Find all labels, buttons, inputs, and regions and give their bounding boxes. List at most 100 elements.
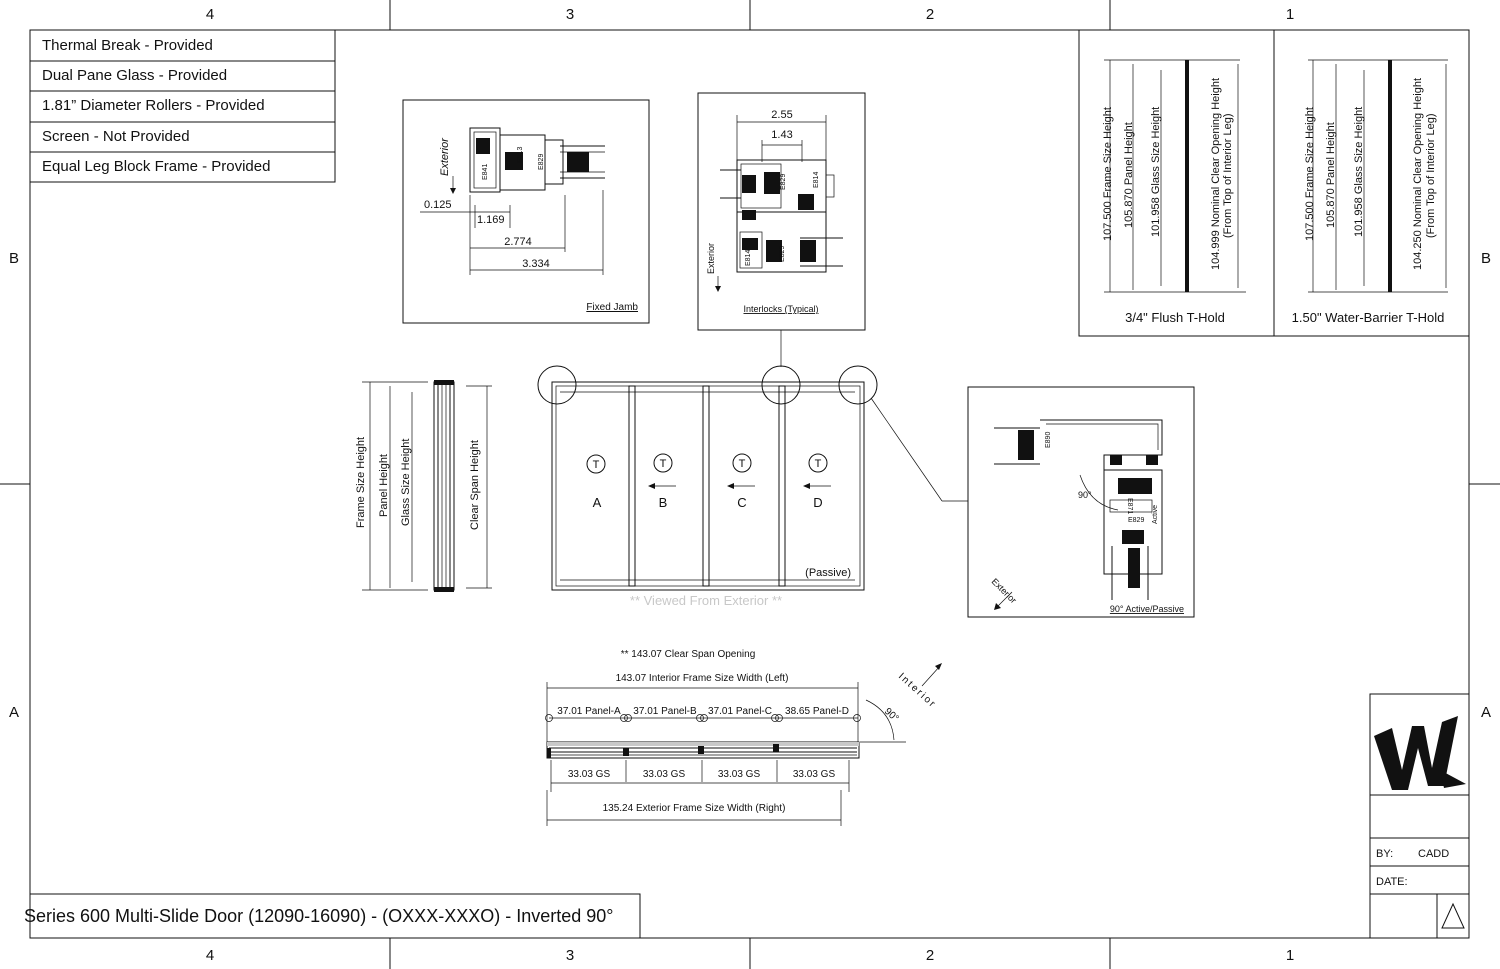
- zone-top-1: 1: [1286, 6, 1294, 23]
- water-frame-height: 107.500 Frame Size Height: [1304, 107, 1316, 241]
- panel-a-width: 37.01 Panel-A: [557, 706, 621, 717]
- zone-bottom-1: 1: [1286, 947, 1294, 964]
- dim-255: 2.55: [771, 109, 792, 121]
- zone-left-a: A: [9, 704, 19, 721]
- panel-c-t: T: [739, 458, 746, 470]
- interior-frame-width: 143.07 Interior Frame Size Width (Left): [616, 673, 789, 684]
- viewed-from-exterior: ** Viewed From Exterior **: [630, 593, 782, 608]
- panel-d-width: 38.65 Panel-D: [785, 706, 849, 717]
- zone-right-a: A: [1481, 704, 1491, 721]
- zone-bottom-2: 2: [926, 947, 934, 964]
- part-e813: E813: [517, 147, 524, 163]
- feature-rollers: 1.81” Diameter Rollers - Provided: [42, 97, 265, 114]
- zone-right-b: B: [1481, 250, 1491, 267]
- flush-panel-height: 105.870 Panel Height: [1123, 122, 1135, 228]
- exterior-frame-width: 135.24 Exterior Frame Size Width (Right): [603, 803, 786, 814]
- part-e829: E829: [538, 154, 545, 170]
- gs-a: 33.03 GS: [568, 769, 611, 780]
- corner-exterior: Exterior: [990, 576, 1019, 605]
- panel-c-width: 37.01 Panel-C: [708, 706, 772, 717]
- exterior-label: Exterior: [439, 137, 451, 176]
- flush-frame-height: 107.500 Frame Size Height: [1102, 107, 1114, 241]
- dim-143: 1.43: [771, 129, 792, 141]
- fixed-jamb-title: Fixed Jamb: [586, 302, 638, 313]
- revision-triangle-icon: [1441, 902, 1465, 929]
- side-glass-height: Glass Size Height: [400, 439, 412, 526]
- fixed-jamb-detail: E841 E813 E829 Exterior 0.125 1.169 2.77…: [402, 99, 650, 324]
- feature-block-frame: Equal Leg Block Frame - Provided: [42, 158, 270, 175]
- water-panel-height: 105.870 Panel Height: [1325, 122, 1337, 228]
- panel-a-t: T: [593, 459, 600, 471]
- detail-bubble-jamb: [537, 365, 577, 405]
- panel-b-t: T: [660, 458, 667, 470]
- title-block: Series 600 Multi-Slide Door (12090-16090…: [24, 693, 1470, 939]
- panel-d: T D: [803, 453, 831, 510]
- interlocks-title: Interlocks (Typical): [743, 304, 818, 314]
- passive-label: (Passive): [805, 567, 851, 579]
- panel-c-label: C: [737, 495, 746, 510]
- detail-bubble-corner: [838, 365, 878, 405]
- by-label: BY:: [1376, 848, 1393, 860]
- zone-top-2: 2: [926, 6, 934, 23]
- drawing-title: Series 600 Multi-Slide Door (12090-16090…: [24, 906, 613, 926]
- corner-detail: 90° E890 E871 E829 Active Exterior 90° A…: [967, 386, 1195, 618]
- gs-d: 33.03 GS: [793, 769, 836, 780]
- flush-t-hold-title: 3/4" Flush T-Hold: [1125, 310, 1225, 325]
- part-e829-corner: E829: [1128, 517, 1144, 524]
- logo-lettering: W: [1420, 765, 1421, 767]
- active-label: Active: [1152, 505, 1159, 524]
- panel-d-label: D: [813, 495, 822, 510]
- panel-b-width: 37.01 Panel-B: [633, 706, 697, 717]
- flush-glass-height: 101.958 Glass Size Height: [1150, 107, 1162, 237]
- panel-d-t: T: [815, 458, 822, 470]
- feature-thermal-break: Thermal Break - Provided: [42, 37, 213, 54]
- water-glass-height: 101.958 Glass Size Height: [1353, 107, 1365, 237]
- gs-b: 33.03 GS: [643, 769, 686, 780]
- panel-a-label: A: [593, 495, 602, 510]
- dim-3334: 3.334: [522, 258, 550, 270]
- plan-angle: 90°: [882, 706, 901, 724]
- dim-0125: 0.125: [424, 199, 452, 211]
- corner-angle: 90°: [1078, 490, 1092, 500]
- flush-clear-opening-note: (From Top of Interior Leg): [1222, 113, 1234, 238]
- side-section: Frame Size Height Panel Height Glass Siz…: [355, 380, 492, 592]
- company-logo: W: [1374, 716, 1466, 790]
- zone-top-3: 3: [566, 6, 574, 23]
- side-clear-span-height: Clear Span Height: [469, 440, 481, 530]
- plan-view: ** 143.07 Clear Span Opening 143.07 Inte…: [545, 649, 942, 826]
- water-t-hold-title: 1.50" Water-Barrier T-Hold: [1292, 310, 1445, 325]
- corner-detail-title: 90° Active/Passive: [1110, 604, 1184, 614]
- water-clear-opening: 104.250 Nominal Clear Opening Height: [1412, 78, 1424, 270]
- panel-b-label: B: [659, 495, 668, 510]
- part-e814-bottom: E814: [745, 250, 752, 266]
- part-e871: E871: [1126, 498, 1133, 514]
- side-frame-height: Frame Size Height: [355, 437, 367, 528]
- flush-t-hold: 107.500 Frame Size Height 105.870 Panel …: [1102, 59, 1246, 325]
- part-e829-top: E829: [780, 174, 787, 190]
- interlocks-detail: 2.55 1.43 E829 E814 E814 E829 Exterior I…: [697, 92, 866, 367]
- water-barrier-t-hold: 107.500 Frame Size Height 105.870 Panel …: [1292, 59, 1448, 325]
- date-label: DATE:: [1376, 876, 1408, 888]
- gs-c: 33.03 GS: [718, 769, 761, 780]
- zone-bottom-3: 3: [566, 947, 574, 964]
- feature-screen: Screen - Not Provided: [42, 128, 190, 145]
- panel-c: T C: [727, 453, 755, 510]
- panel-a: T A: [586, 454, 606, 510]
- t-hold-panel: [1078, 29, 1470, 337]
- features-table: Thermal Break - Provided Dual Pane Glass…: [29, 29, 336, 183]
- dim-1169: 1.169: [477, 214, 505, 226]
- water-clear-opening-note: (From Top of Interior Leg): [1425, 113, 1437, 238]
- part-e829-bottom: E829: [779, 246, 786, 262]
- zone-bottom-4: 4: [206, 947, 214, 964]
- flush-clear-opening: 104.999 Nominal Clear Opening Height: [1210, 78, 1222, 270]
- panel-b: T B: [648, 453, 676, 510]
- side-panel-height: Panel Height: [378, 454, 390, 517]
- exterior-label-interlock: Exterior: [706, 243, 716, 274]
- zone-left-b: B: [9, 250, 19, 267]
- part-e890: E890: [1045, 432, 1052, 448]
- feature-dual-pane: Dual Pane Glass - Provided: [42, 67, 227, 84]
- detail-bubble-interlock: [761, 365, 801, 405]
- interior-label: Interior: [896, 671, 938, 711]
